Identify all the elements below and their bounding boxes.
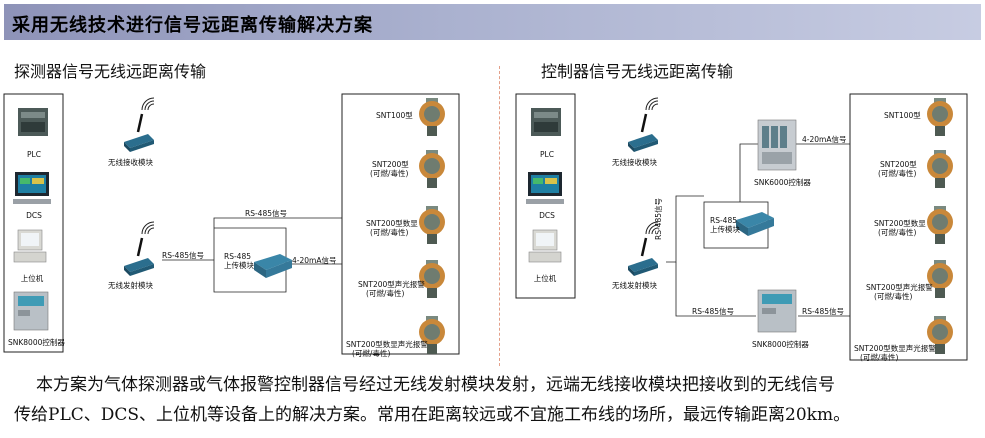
dcs-computer-left <box>13 172 51 204</box>
rs485-label-side-left: RS-485信号 <box>162 251 204 260</box>
detector-label-left-5b: (可燃/毒性) <box>352 349 391 358</box>
snk8000-controller-left <box>13 291 49 331</box>
detector-label-right-5a: SNT200型数显声光报警 <box>854 344 936 353</box>
snk8000-controller-right <box>757 289 797 333</box>
detector-label-right-3a: SNT200型数显 <box>874 219 926 228</box>
rs485-bottom-right-label-right: RS-485信号 <box>802 307 844 316</box>
panel-divider <box>499 66 501 366</box>
right-panel-title: 控制器信号无线远距离传输 <box>541 62 734 81</box>
detector-label-right-1: SNT100型 <box>884 111 921 120</box>
detector-label-left-2a: SNT200型 <box>372 160 409 169</box>
detector-label-left-5a: SNT200型数显声光报警 <box>346 340 428 349</box>
snk6000-label: SNK6000控制器 <box>754 178 811 187</box>
rs485-label-top-left: RS-485信号 <box>245 209 287 218</box>
detector-label-right-4a: SNT200型声光报警 <box>866 283 933 292</box>
rs485-vertical-label-right: RS-485信号 <box>654 198 663 240</box>
upload-module-label-right-2: 上传模块 <box>710 225 740 234</box>
dcs-label-left: DCS <box>26 211 42 220</box>
header-banner: 采用无线技术进行信号远距离传输解决方案 <box>4 4 981 40</box>
left-receiver-box <box>3 93 64 353</box>
rs485-bottom-left-label-right: RS-485信号 <box>692 307 734 316</box>
send-module-label-right: 无线发射模块 <box>612 281 657 290</box>
host-label-left: 上位机 <box>20 274 44 283</box>
detector-label-right-4b: (可燃/毒性) <box>874 292 913 301</box>
detector-label-left-2b: (可燃/毒性) <box>370 169 409 178</box>
receive-module-label-left: 无线接收模块 <box>108 158 153 167</box>
plc-device-left <box>18 108 48 136</box>
detector-label-right-2a: SNT200型 <box>880 160 917 169</box>
header-title: 采用无线技术进行信号远距离传输解决方案 <box>12 15 373 36</box>
detector-label-right-5b: (可燃/毒性) <box>860 353 899 362</box>
snk8000-label-right: SNK8000控制器 <box>752 340 809 349</box>
signal-4-20-label-left: 4-20mA信号 <box>292 256 337 265</box>
description-line-2: 传给PLC、DCS、上位机等设备上的解决方案。常用在距离较远或不宜施工布线的场所… <box>14 405 851 425</box>
description: 本方案为气体探测器或气体报警控制器信号经过无线发射模块发射，远端无线接收模块把接… <box>14 370 979 430</box>
detector-label-left-3a: SNT200型数显 <box>366 219 418 228</box>
upload-module-label-left-2: 上传模块 <box>224 261 254 270</box>
host-label-right: 上位机 <box>533 274 557 283</box>
snk6000-controller <box>757 119 797 171</box>
receive-module-label-right: 无线接收模块 <box>612 158 657 167</box>
detector-label-left-4b: (可燃/毒性) <box>366 289 405 298</box>
signal-4-20-label-right: 4-20mA信号 <box>802 135 847 144</box>
plc-label-right: PLC <box>540 150 554 159</box>
host-computer-left <box>13 229 47 263</box>
send-module-label-left: 无线发射模块 <box>108 281 153 290</box>
detector-label-left-4a: SNT200型声光报警 <box>358 280 425 289</box>
detector-label-right-2b: (可燃/毒性) <box>878 169 917 178</box>
plc-label-left: PLC <box>27 150 41 159</box>
plc-device-right <box>531 108 561 136</box>
upload-module-label-left-1: RS-485 <box>224 252 251 261</box>
detector-label-right-3b: (可燃/毒性) <box>878 228 917 237</box>
detector-label-left-3b: (可燃/毒性) <box>370 228 409 237</box>
dcs-label-right: DCS <box>539 211 555 220</box>
host-computer-right <box>528 229 562 263</box>
detector-label-left-1: SNT100型 <box>376 111 413 120</box>
snk8000-label-left: SNK8000控制器 <box>8 338 65 347</box>
description-line-1: 本方案为气体探测器或气体报警控制器信号经过无线发射模块发射，远端无线接收模块把接… <box>36 375 835 395</box>
upload-module-label-right-1: RS-485 <box>710 216 737 225</box>
left-panel-title: 探测器信号无线远距离传输 <box>14 62 207 81</box>
dcs-computer-right <box>526 172 564 204</box>
